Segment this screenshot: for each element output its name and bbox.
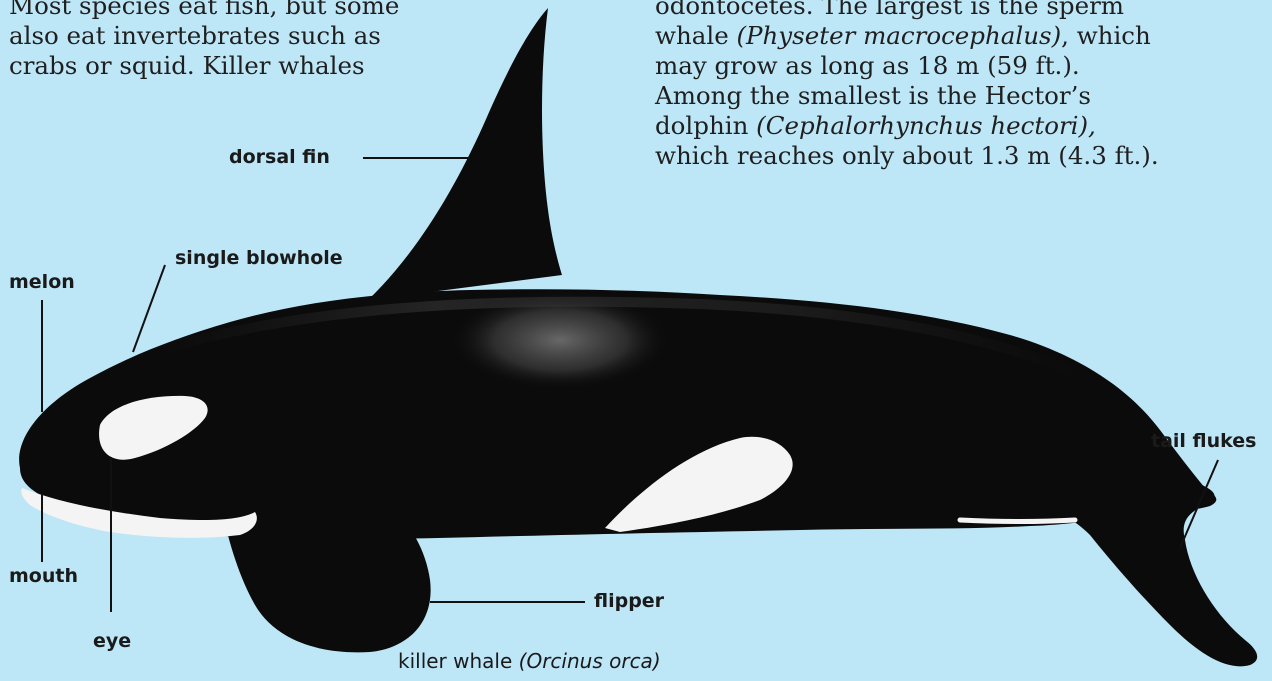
label-flipper: flipper [594, 590, 664, 612]
label-dorsal-fin: dorsal fin [229, 146, 330, 168]
caption-scientific-name: (Orcinus orca) [519, 649, 661, 673]
label-melon: melon [9, 271, 75, 293]
tail-flukes-shape [1030, 462, 1257, 666]
label-tail-flukes: tail flukes [1151, 430, 1256, 452]
single-blowhole-leader [133, 265, 165, 352]
caption-common-name: killer whale [398, 649, 519, 673]
label-single-blowhole: single blowhole [175, 247, 343, 269]
label-mouth: mouth [9, 565, 78, 587]
figure-caption: killer whale (Orcinus orca) [398, 649, 661, 673]
label-eye: eye [93, 630, 131, 652]
dorsal-fin-shape [368, 8, 562, 300]
